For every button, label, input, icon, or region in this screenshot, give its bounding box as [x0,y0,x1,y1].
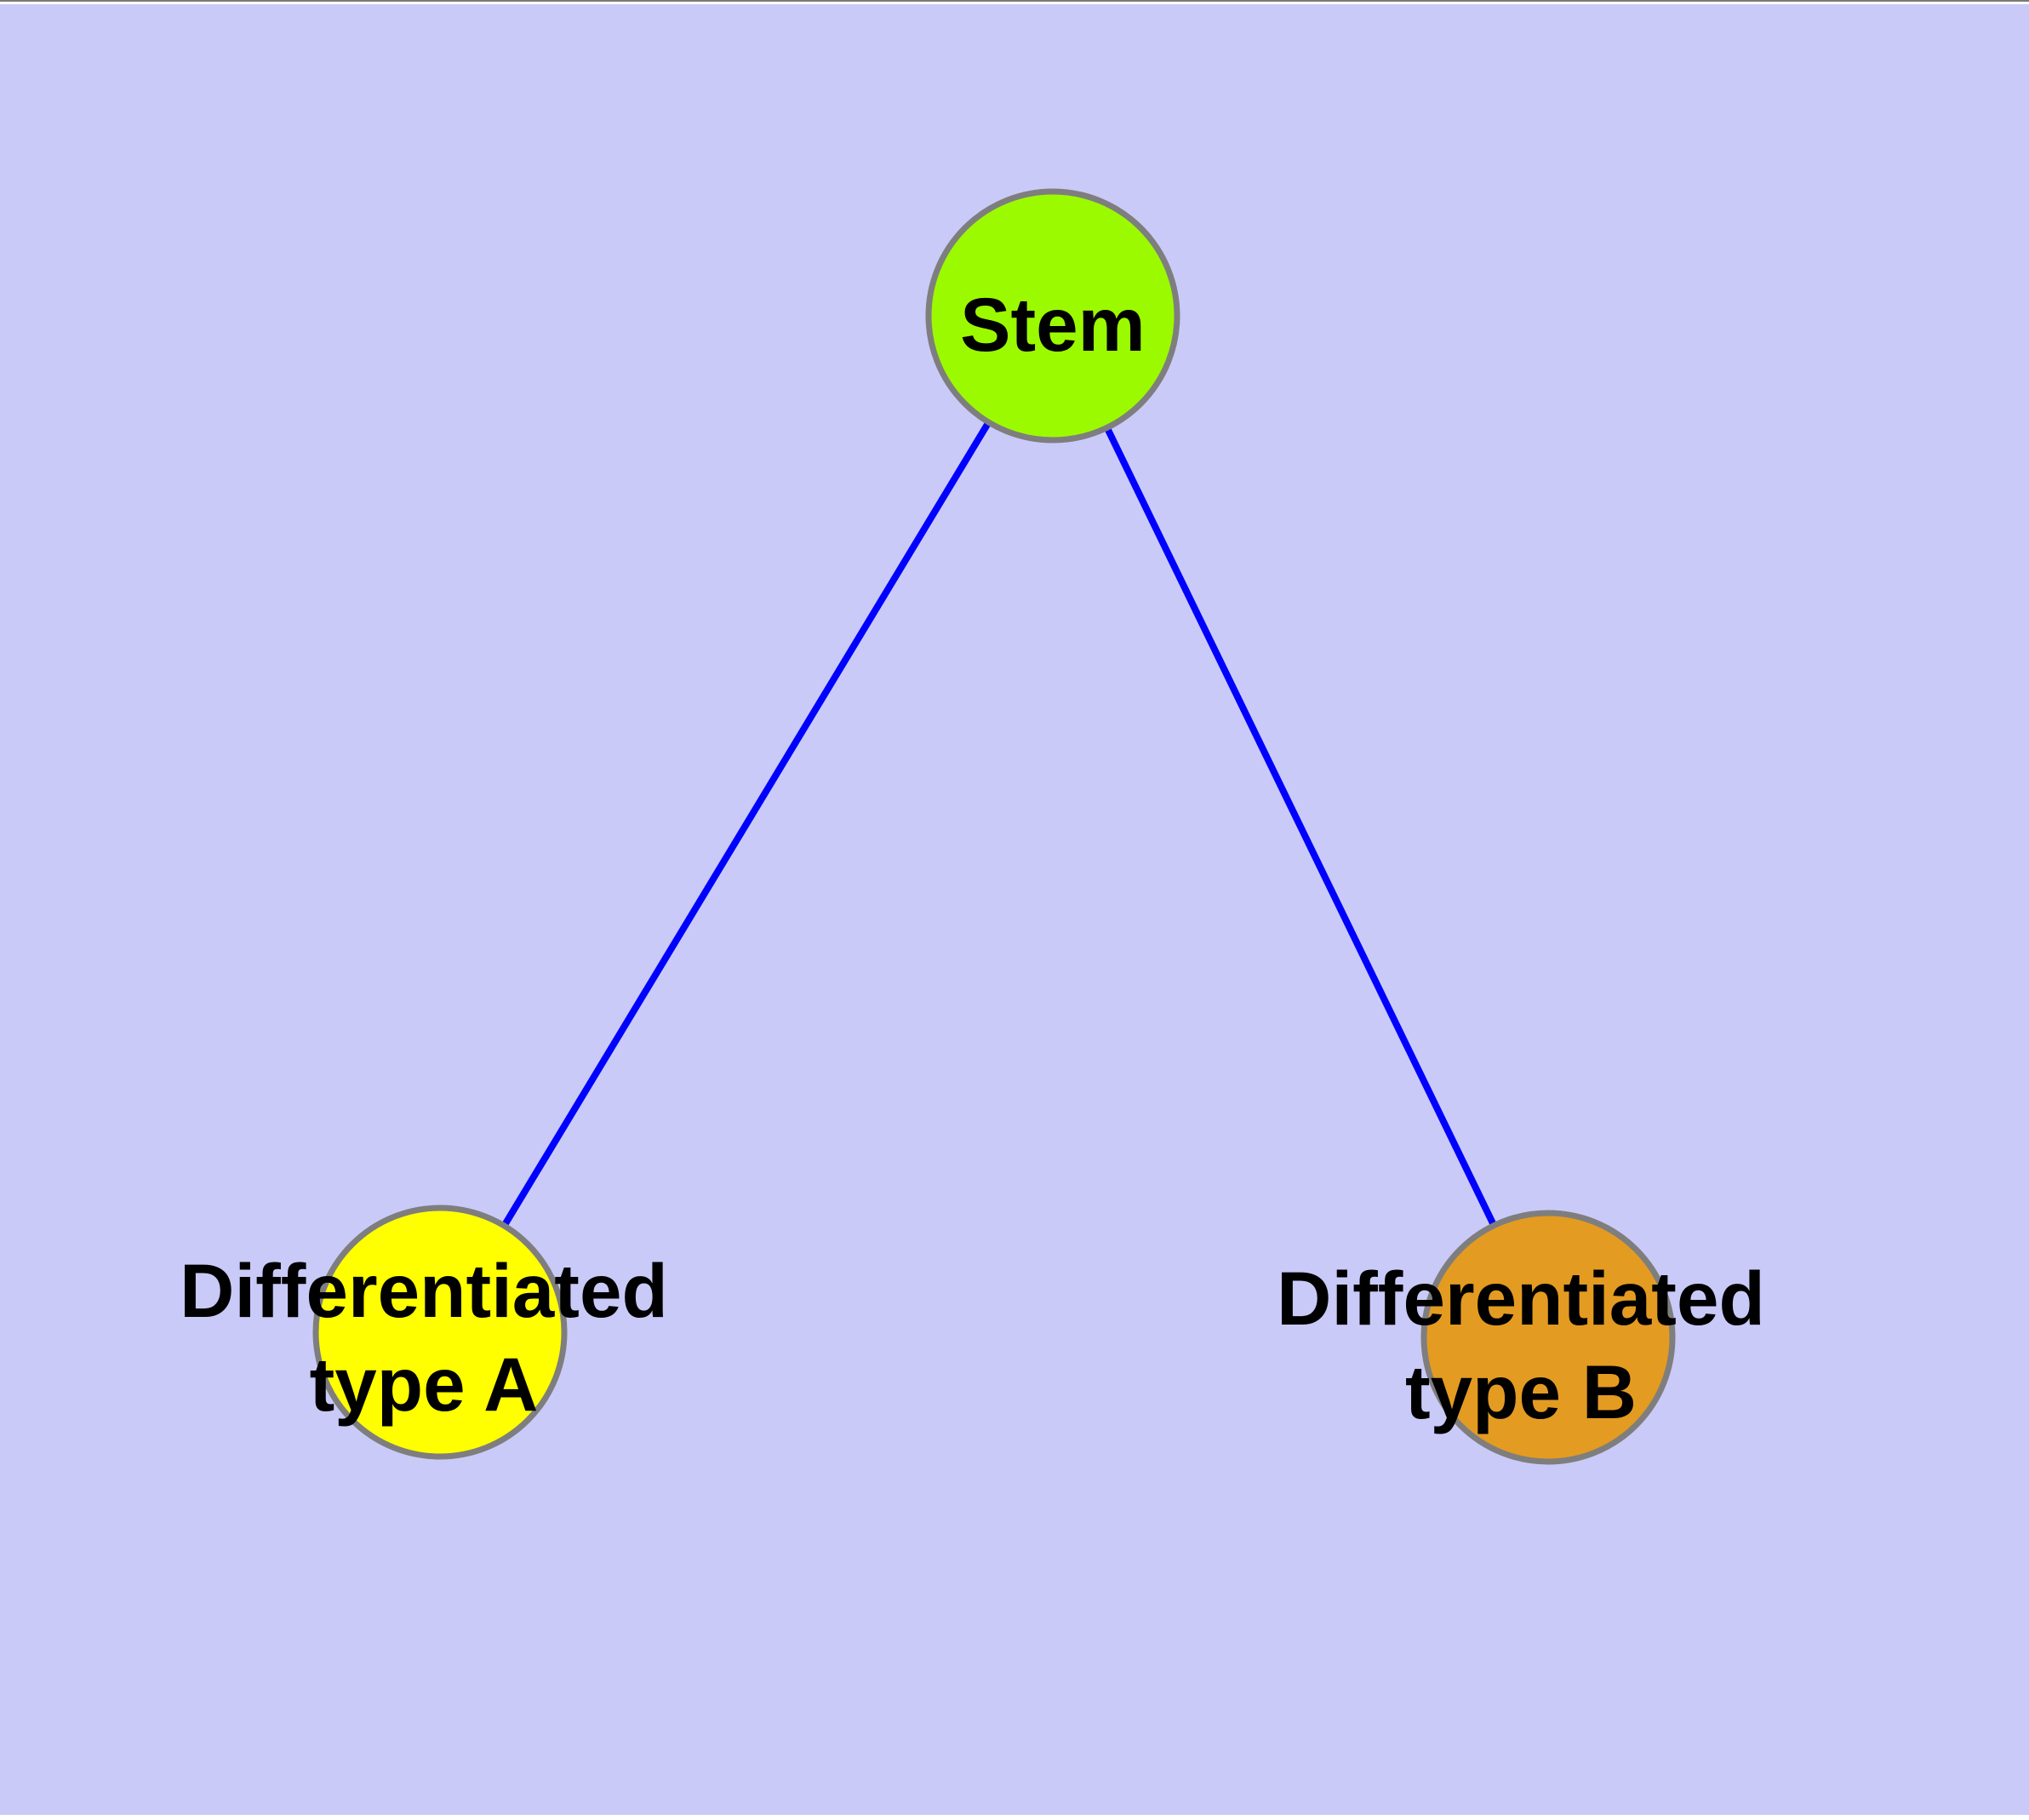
node-differentiated-type-b [1420,1210,1676,1465]
node-type-a-label-line1: Differentiated [180,1248,668,1333]
node-differentiated-type-a [312,1205,568,1460]
edge-stem-to-type-b [1049,314,1552,1339]
node-stem-label: Stem [960,282,1146,367]
node-stem [925,188,1180,444]
node-type-b-label-line2: type B [1405,1349,1637,1434]
node-type-a-label-line2: type A [310,1342,539,1427]
window-top-edge-line [0,0,2029,2]
node-type-b-label-line1: Differentiated [1277,1256,1765,1341]
edge-stem-to-type-a [437,313,1056,1335]
